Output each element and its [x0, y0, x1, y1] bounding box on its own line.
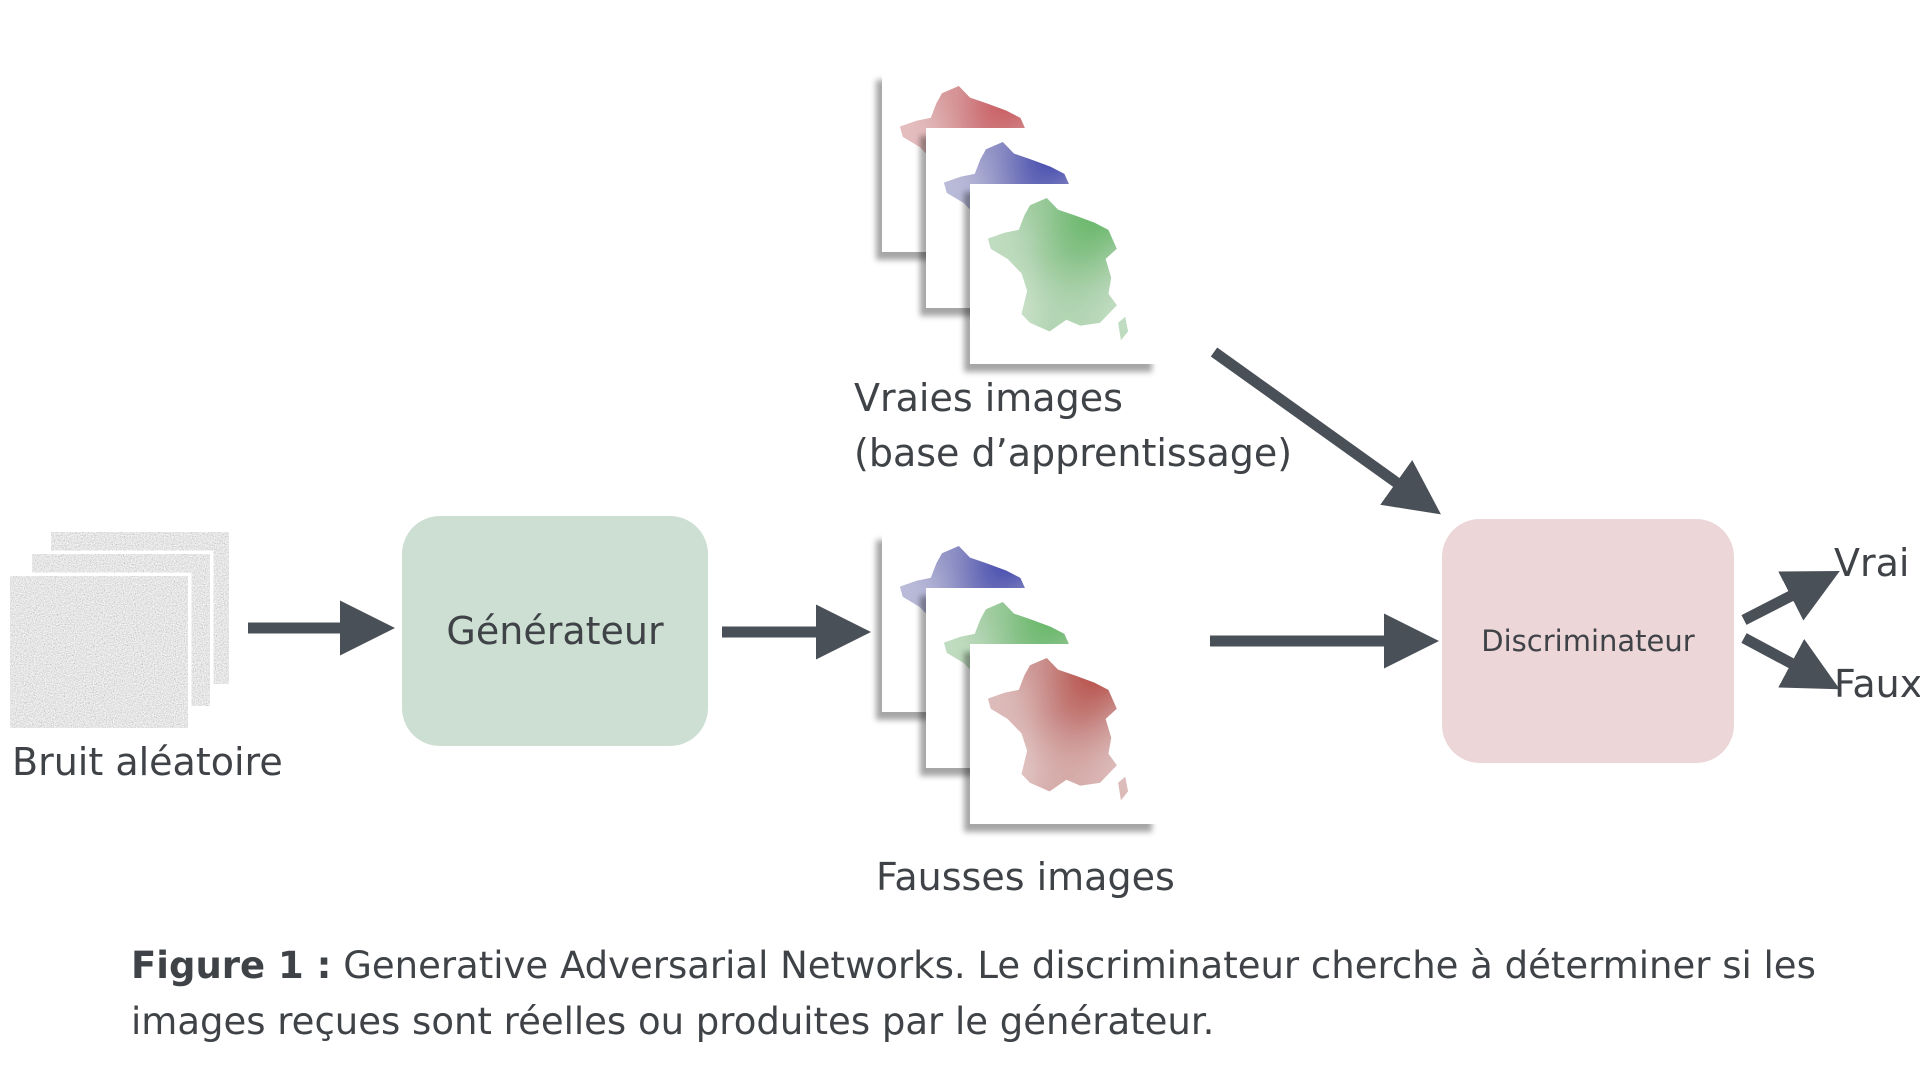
generator-box: Générateur: [402, 516, 708, 746]
noise-image-stack-icon: [6, 528, 233, 732]
noise-label: Bruit aléatoire: [12, 740, 283, 784]
figure-caption-text: Generative Adversarial Networks. Le disc…: [131, 944, 1816, 1043]
arrow-discriminator-to-true: [1741, 570, 1840, 625]
noise-image-card: [6, 572, 192, 732]
fake-images-label: Fausses images: [876, 855, 1175, 899]
figure-caption: Figure 1 : Generative Adversarial Networ…: [131, 938, 1831, 1050]
france-map-stack-icon: [882, 532, 1158, 824]
map-image-card: [970, 644, 1158, 824]
arrow-discriminator-to-false: [1741, 633, 1840, 690]
real-images-label-line1: Vraies images: [854, 376, 1123, 420]
france-map-stack-icon: [882, 72, 1158, 364]
real-images-label-line2: (base d’apprentissage): [854, 431, 1293, 475]
output-true-label: Vrai: [1834, 541, 1910, 585]
discriminator-box: Discriminateur: [1442, 519, 1734, 763]
generator-label: Générateur: [446, 609, 664, 653]
figure-caption-label: Figure 1 :: [131, 944, 332, 987]
arrow-real-to-discriminator: [1210, 347, 1441, 515]
discriminator-label: Discriminateur: [1481, 624, 1695, 658]
output-false-label: Faux: [1834, 662, 1920, 706]
map-image-card: [970, 184, 1158, 364]
